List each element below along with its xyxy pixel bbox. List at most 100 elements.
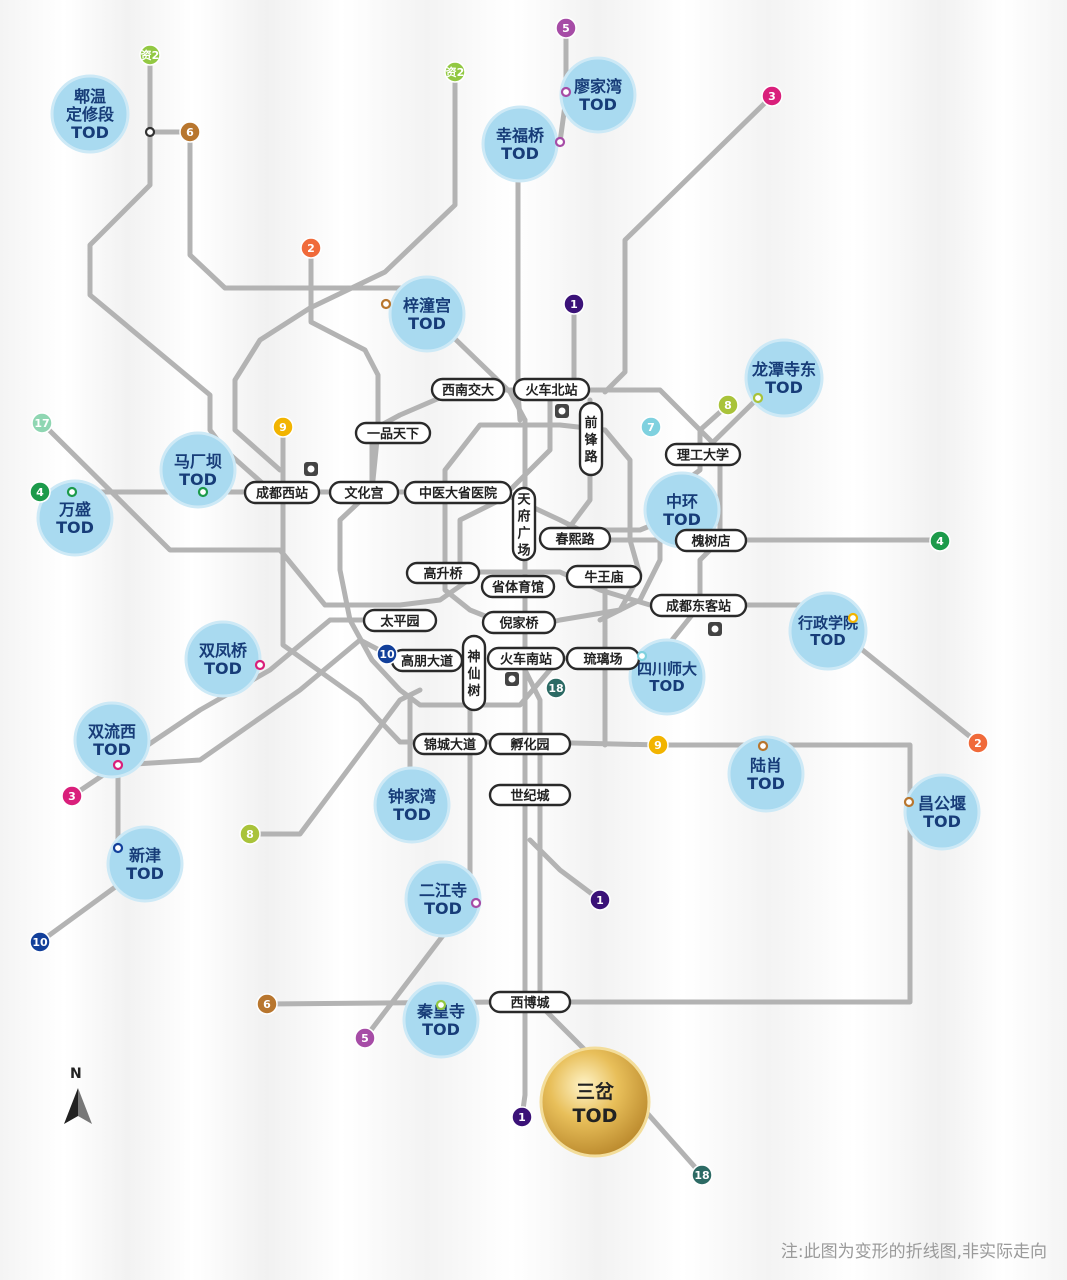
line-badge-8[interactable]: 8 [717,394,739,416]
route-line-3-north [602,93,775,395]
line-badge-2[interactable]: 2 [300,237,322,259]
line-badge-4[interactable]: 4 [29,481,51,503]
badge-label: 4 [936,535,944,548]
station-zhong-yi-da[interactable]: 中医大省医院 [403,480,513,505]
line-badge-18[interactable]: 18 [691,1164,713,1186]
station-jin-cheng-da-dao[interactable]: 锦城大道 [412,732,488,756]
compass-label: N [70,1066,82,1082]
station-qian-feng-lu[interactable]: 前锋路 [578,401,604,477]
station-pill-bg [512,377,591,402]
tod-suffix: TOD [663,510,701,529]
station-chun-xi-lu[interactable]: 春熙路 [538,526,612,551]
route-line-2-north [308,245,381,493]
tod-suffix: TOD [126,864,164,883]
line-badge-3[interactable]: 3 [61,785,83,807]
line-badge-8[interactable]: 8 [239,823,261,845]
station-pill-bg [461,634,487,712]
line-badge-10[interactable]: 10 [29,931,51,953]
san-cha-name: 三岔 [576,1080,615,1103]
station-shen-xian-shu[interactable]: 神仙树 [461,634,487,712]
badge-circle [761,85,783,107]
station-pill-bg [430,377,506,402]
line-badge-17[interactable]: 17 [31,412,53,434]
route-line-central-a [457,387,553,578]
station-ni-jia-qiao[interactable]: 倪家桥 [481,610,557,635]
line-badge-18[interactable]: 18 [545,677,567,699]
line-badge-9[interactable]: 9 [272,416,294,438]
line-badge-1[interactable]: 1 [563,293,585,315]
tod-suffix: TOD [923,812,961,831]
badge-label: 18 [548,682,563,695]
station-cheng-du-xi-zhan[interactable]: 成都西站 [243,480,321,505]
line-badge-5[interactable]: 5 [555,17,577,39]
line-badge-1[interactable]: 1 [589,889,611,911]
line-badge-10[interactable]: 10 [376,643,398,665]
station-huo-che-bei-zhan[interactable]: 火车北站 [512,377,591,402]
tod-circle-bg [727,735,805,813]
station-li-gong-da-xue[interactable]: 理工大学 [664,442,742,467]
station-gao-peng-da-dao[interactable]: 高朋大道 [390,648,464,673]
station-shi-ji-cheng[interactable]: 世纪城 [488,783,572,807]
tod-name-line: 马厂坝 [174,452,222,471]
station-dot [144,126,156,138]
station-xi-bo-cheng[interactable]: 西博城 [488,990,572,1014]
line-badge-2[interactable]: 2 [967,732,989,754]
station-labels: 西南交大 火车北站 前锋路 一品天下 理工大学 成都西站 文化宫 中医大省医院 … [243,377,748,1014]
line-badge-4[interactable]: 4 [929,530,951,552]
train-station-icon [708,622,722,636]
station-tai-ping-yuan[interactable]: 太平园 [362,608,438,633]
line-badge-5[interactable]: 5 [354,1027,376,1049]
tod-station-dots [66,86,915,1011]
tod-name-line: 行政学院 [797,614,858,632]
station-huai-shu-dian[interactable]: 槐树店 [674,528,748,553]
station-dot [757,740,769,752]
badge-label: 2 [974,737,982,750]
route-line-8-south [247,687,423,837]
line-badge-s2[interactable]: 资2 [444,61,466,83]
line-badge-9[interactable]: 9 [647,734,669,756]
badge-label: 2 [307,242,315,255]
line-badge-6[interactable]: 6 [256,993,278,1015]
station-huo-che-nan-zhan[interactable]: 火车南站 [486,646,566,671]
tod-san-cha-featured[interactable]: 三岔 TOD [539,1046,651,1158]
station-liu-li-chang[interactable]: 琉璃场 [565,646,641,671]
line-badge-6[interactable]: 6 [179,121,201,143]
line-badge-s2[interactable]: 资2 [139,44,161,66]
station-yi-pin-tian-xia[interactable]: 一品天下 [354,421,432,445]
station-label: 牛王庙 [584,570,623,586]
station-dot [470,897,482,909]
tod-suffix: TOD [579,95,617,114]
station-sheng-ti-yu-guan[interactable]: 省体育馆 [480,574,556,599]
station-wen-hua-gong[interactable]: 文化宫 [328,480,400,505]
station-xi-nan-jiao-da[interactable]: 西南交大 [430,377,506,402]
line-badge-7[interactable]: 7 [640,416,662,438]
station-fu-hua-yuan[interactable]: 孵化园 [488,732,572,756]
line-badge-3[interactable]: 3 [761,85,783,107]
station-niu-wang-miao[interactable]: 牛王庙 [565,564,643,589]
tod-name-line: 万盛 [58,500,91,519]
tod-name-line: 梓潼宫 [403,296,451,315]
line-badge-1[interactable]: 1 [511,1106,533,1128]
station-cheng-du-dong-ke-zhan[interactable]: 成都东客站 [649,593,748,618]
tod-name-line: 定修段 [65,105,115,124]
station-gao-sheng-qiao[interactable]: 高升桥 [405,561,481,585]
